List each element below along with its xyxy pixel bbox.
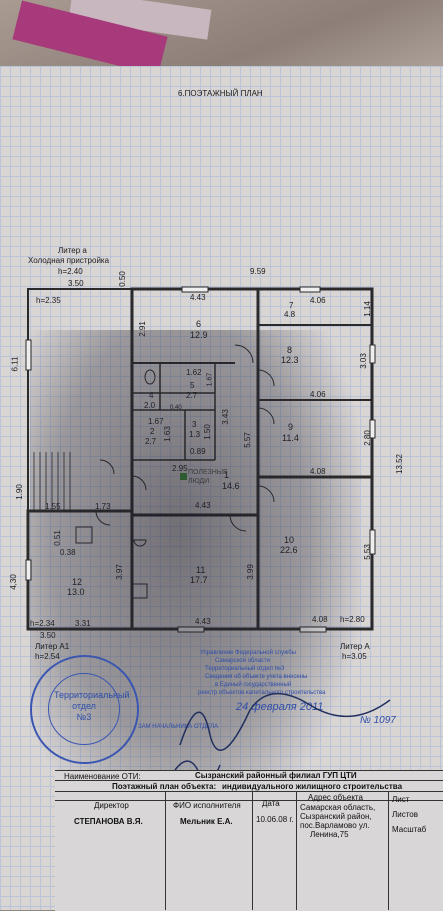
room-area: 4.8: [284, 310, 296, 319]
table-line: [55, 780, 443, 781]
plan-value: индивидуального жилищного строительства: [222, 782, 403, 791]
height-annex: h=2.40: [58, 267, 83, 276]
notice-line: Территориальный отдел №3: [205, 666, 285, 672]
notice-line: реестр объектов капитального строительст…: [198, 690, 326, 696]
director-name: СТЕПАНОВА В.Я.: [74, 817, 143, 826]
dim-label: 4.43: [190, 293, 206, 302]
dim-label: 4.06: [310, 296, 326, 305]
org-label: Наименование ОТИ:: [64, 772, 141, 781]
round-seal-inner: [48, 673, 120, 745]
address-line: Сызранский район,: [300, 812, 372, 821]
address-line: Ленина,75: [310, 830, 349, 839]
scale-label: Масштаб: [392, 825, 427, 834]
director-label: Директор: [94, 801, 129, 810]
liter-a-label: Литер а: [58, 246, 87, 255]
org-value: Сызранский районный филиал ГУП ЦТИ: [195, 771, 357, 780]
notice-line: Сведения об объекте учета внесены: [205, 674, 308, 680]
notice-line: в Единый государственный: [215, 682, 292, 688]
table-line: [55, 800, 443, 801]
address-label: Адрес объекта: [308, 793, 363, 802]
liter-a1-label: Литер А1: [35, 642, 70, 651]
executor-name: Мельник Е.А.: [180, 817, 233, 826]
dim-label: 9.59: [250, 267, 266, 276]
table-line: [252, 791, 253, 910]
height-annex-room: h=2.35: [36, 296, 61, 305]
room-number: 6: [196, 319, 202, 329]
notice-line: Управление Федеральной службы: [200, 650, 296, 656]
plan-label: Поэтажный план объекта:: [112, 782, 217, 791]
table-line: [296, 791, 297, 910]
sheet-label: Лист: [392, 795, 410, 804]
notice-number: № 1097: [360, 715, 396, 726]
table-line: [165, 791, 166, 910]
date-value: 10.06.08 г.: [256, 815, 294, 824]
title-block: [55, 770, 443, 911]
table-line: [55, 791, 443, 792]
table-line: [388, 791, 389, 910]
room-number: 7: [289, 301, 294, 310]
liter-A-label: Литер А: [340, 642, 370, 651]
seal-line: Территориальный: [54, 690, 130, 700]
notice-line: Самарской области: [215, 658, 271, 664]
cold-annex-label: Холодная пристройка: [28, 256, 110, 265]
seal-line: №3: [76, 712, 92, 722]
address-line: пос.Варламово ул.: [300, 821, 370, 830]
height-a1: h=2.54: [35, 652, 60, 661]
sheets-label: Листов: [392, 810, 418, 819]
executor-label: ФИО исполнителя: [173, 801, 241, 810]
height-A: h=3.05: [342, 652, 367, 661]
round-seal: [30, 655, 139, 764]
dim-label: 3.50: [68, 279, 84, 288]
stamp-side-text: ЗАМ НАЧАЛЬНИКА ОТДЕЛА: [138, 724, 219, 730]
notice-date: 24 февраля 2011: [236, 701, 324, 713]
address-line: Самарская область,: [300, 803, 376, 812]
date-label: Дата: [262, 799, 280, 808]
page-header: 6.ПОЭТАЖНЫЙ ПЛАН: [178, 89, 263, 98]
seal-text: Территориальный отдел №3: [54, 690, 130, 723]
seal-line: отдел: [72, 701, 96, 711]
